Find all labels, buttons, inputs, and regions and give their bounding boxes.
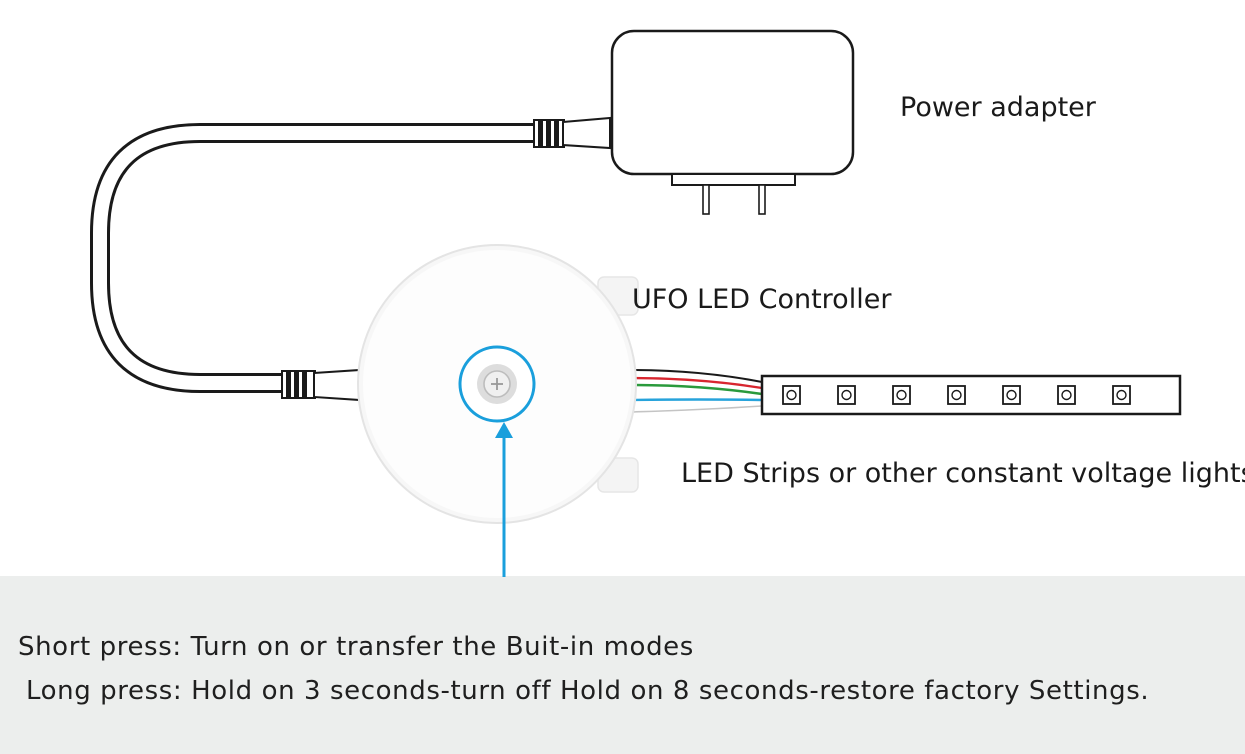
led-chip-7 bbox=[1112, 385, 1131, 405]
adapter-cable-strain-relief bbox=[533, 116, 611, 150]
led-strip bbox=[760, 374, 1182, 416]
led-chip-4 bbox=[947, 385, 966, 405]
ufo-controller-label: UFO LED Controller bbox=[632, 284, 892, 315]
led-strips-label: LED Strips or other constant voltage lig… bbox=[681, 458, 1245, 489]
adapter-cable-inner bbox=[93, 126, 538, 390]
led-chip-3 bbox=[892, 385, 911, 405]
led-chip-5 bbox=[1002, 385, 1021, 405]
led-chip-6 bbox=[1057, 385, 1076, 405]
controller-button[interactable] bbox=[458, 345, 536, 423]
instructions-panel: Short press: Turn on or transfer the Bui… bbox=[0, 576, 1245, 754]
controller-cable-strain-relief bbox=[281, 368, 361, 402]
led-chip-2 bbox=[837, 385, 856, 405]
long-press-instruction: Long press: Hold on 3 seconds-turn off H… bbox=[26, 676, 1150, 706]
rgb-output-wires bbox=[629, 369, 763, 413]
power-adapter bbox=[610, 29, 855, 215]
power-adapter-label: Power adapter bbox=[900, 92, 1096, 123]
short-press-instruction: Short press: Turn on or transfer the Bui… bbox=[18, 632, 694, 662]
led-chip-1 bbox=[782, 385, 801, 405]
